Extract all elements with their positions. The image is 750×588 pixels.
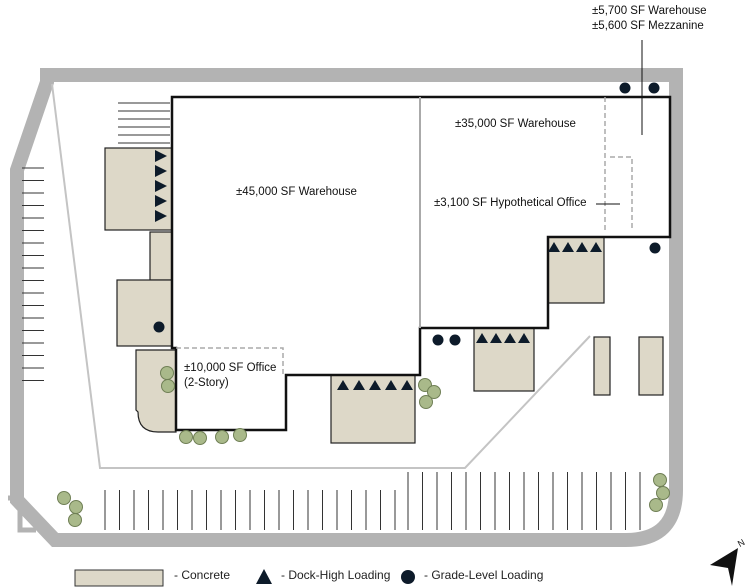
tree-icon <box>160 366 174 380</box>
dock-door-icon <box>369 380 381 390</box>
dock-door-icon <box>155 180 167 192</box>
dock-door-icon <box>590 242 602 252</box>
legend-dock-icon <box>256 569 272 584</box>
tree-icon <box>419 395 433 409</box>
grade-door-icon <box>449 334 461 346</box>
dock-door-icon <box>353 380 365 390</box>
label-mezz-warehouse: ±5,700 SF Warehouse <box>592 5 707 17</box>
grade-level-doors <box>153 82 661 346</box>
legend-grade: - Grade-Level Loading <box>424 568 544 582</box>
dock-door-icon <box>548 242 560 252</box>
tree-icon <box>233 428 247 442</box>
curb <box>8 495 36 533</box>
label-45k-warehouse: ±45,000 SF Warehouse <box>236 186 357 198</box>
concrete-pad <box>593 336 611 396</box>
dock-door-icon <box>155 150 167 162</box>
label-mezzanine: ±5,600 SF Mezzanine <box>592 20 704 32</box>
legend-concrete-swatch <box>74 569 164 587</box>
tree-icon <box>57 491 71 505</box>
label-office: ±10,000 SF Office <box>184 362 277 374</box>
legend-concrete: - Concrete <box>174 568 231 582</box>
concrete-pad <box>149 231 173 281</box>
grade-door-icon <box>649 242 661 254</box>
tree-icon <box>653 473 667 487</box>
dock-door-icon <box>385 380 397 390</box>
dock-door-icon <box>337 380 349 390</box>
grade-door-icon <box>153 321 165 333</box>
parking-stripes <box>22 102 641 530</box>
label-hypothetical-office: ±3,100 SF Hypothetical Office <box>434 197 587 209</box>
office-dashed-outline <box>176 347 284 375</box>
north-arrow-icon <box>710 548 738 586</box>
dock-door-icon <box>490 333 502 343</box>
tree-icon <box>179 430 193 444</box>
tree-icon <box>649 498 663 512</box>
dock-door-icon <box>562 242 574 252</box>
hypothetical-office-outline <box>604 97 633 230</box>
parking-lot-outline <box>51 83 591 469</box>
tree-icon <box>427 385 441 399</box>
label-35k-warehouse: ±35,000 SF Warehouse <box>455 118 576 130</box>
tree-icon <box>656 486 670 500</box>
dock-door-icon <box>504 333 516 343</box>
tree-icon <box>193 431 207 445</box>
tree-icon <box>68 513 82 527</box>
grade-door-icon <box>432 334 444 346</box>
grade-door-icon <box>648 82 660 94</box>
tree-icon <box>215 430 229 444</box>
concrete-pad <box>116 279 173 347</box>
dock-door-icon <box>476 333 488 343</box>
tree-icon <box>161 379 175 393</box>
dock-high-doors <box>155 150 602 390</box>
legend-grade-icon <box>401 570 415 584</box>
trees <box>57 366 670 527</box>
dock-door-icon <box>155 165 167 177</box>
dock-door-icon <box>155 195 167 207</box>
dock-door-icon <box>576 242 588 252</box>
label-office-story: (2-Story) <box>184 377 229 389</box>
tree-icon <box>69 500 83 514</box>
dock-door-icon <box>155 210 167 222</box>
dock-door-icon <box>518 333 530 343</box>
concrete-pad <box>638 336 664 396</box>
legend-dock: - Dock-High Loading <box>281 568 391 582</box>
dock-door-icon <box>401 380 413 390</box>
grade-door-icon <box>619 82 631 94</box>
